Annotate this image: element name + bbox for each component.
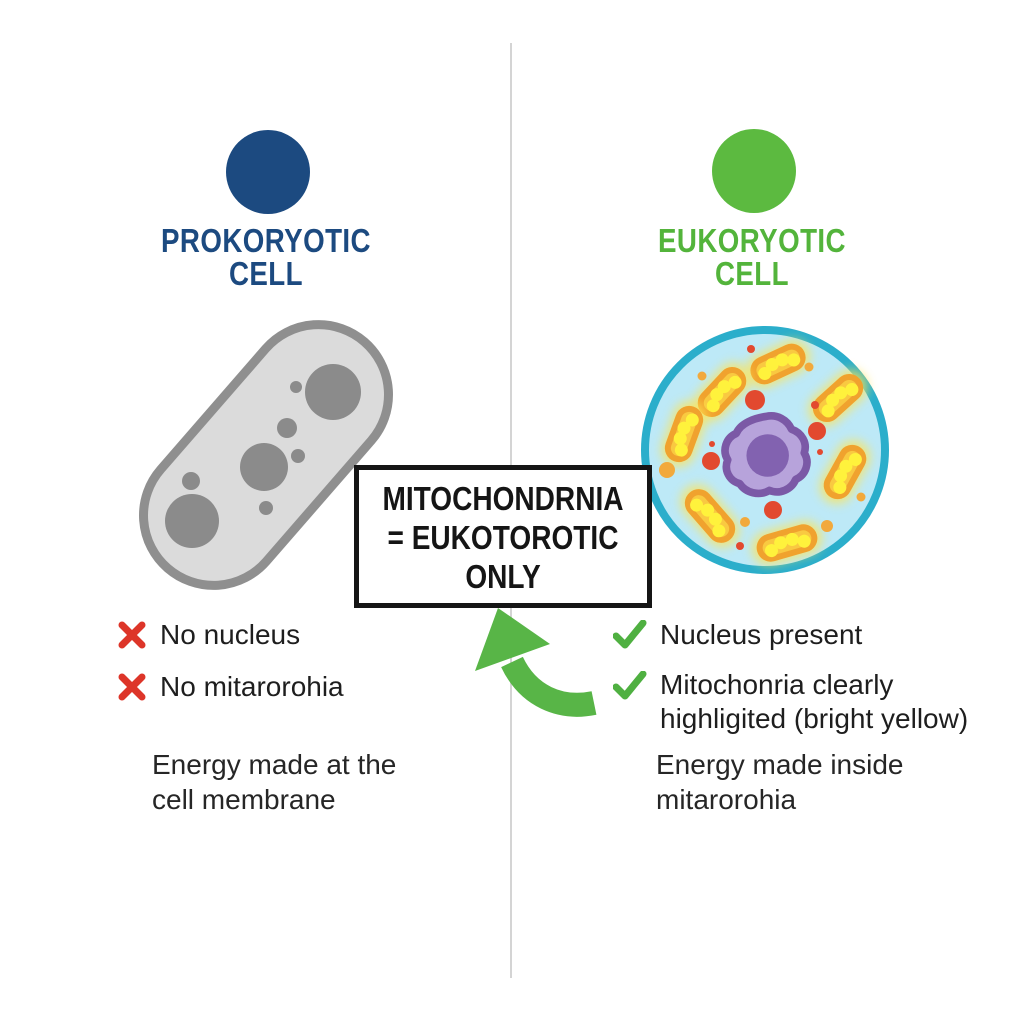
- list-item-label: Mitochonria clearly highligited (bright …: [660, 668, 968, 736]
- mitochondrion: [751, 520, 823, 566]
- energy-note: Energy made inside mitarorohia: [656, 747, 903, 817]
- list-item: Nucleus present: [613, 618, 862, 652]
- mitochondrion: [693, 362, 751, 422]
- energy-note: Energy made at the cell membrane: [152, 747, 396, 817]
- energy-note-line1: Energy made at the: [152, 749, 397, 780]
- x-icon: [118, 621, 146, 649]
- red-organelle-dots: [702, 345, 826, 550]
- mitochondrion: [745, 339, 811, 389]
- list-item-label: Nucleus present: [660, 619, 863, 650]
- callout-line3: ONLY: [465, 558, 541, 595]
- orange-organelle-dots: [659, 362, 866, 532]
- list-item-label-line1: Mitochonria clearly: [660, 669, 894, 700]
- prokaryotic-title-line2: CELL: [228, 255, 304, 292]
- mitochondrion: [819, 440, 871, 504]
- list-item-label: No nucleus: [160, 619, 301, 650]
- prokaryotic-title-line1: PROKORYOTIC: [161, 222, 371, 259]
- prokaryotic-cell-illustration: [139, 320, 393, 590]
- mitochondrion: [808, 369, 868, 427]
- nucleolus: [746, 434, 789, 477]
- nucleus: [721, 412, 811, 498]
- prokaryote-marker-dot: [226, 130, 310, 214]
- callout-line1: MITOCHONDRNIA: [382, 480, 624, 517]
- energy-note-line2: mitarorohia: [656, 784, 797, 815]
- eukaryotic-title-line2: CELL: [714, 255, 790, 292]
- list-item-label-line2: highligited (bright yellow): [660, 703, 969, 734]
- list-item: Mitochonria clearly highligited (bright …: [613, 668, 968, 736]
- energy-note-line1: Energy made inside: [656, 749, 904, 780]
- eukaryotic-cell-illustration: [641, 326, 889, 574]
- nucleoid-circles: [165, 364, 361, 548]
- mitochondrion: [661, 401, 707, 467]
- check-icon: [613, 671, 647, 700]
- check-icon: [613, 620, 647, 649]
- comparison-callout-box: MITOCHONDRNIA = EUKOTOROTIC ONLY: [354, 465, 652, 608]
- x-icon: [118, 673, 146, 701]
- energy-note-line2: cell membrane: [152, 784, 336, 815]
- mitochondria-group: [661, 339, 871, 566]
- prokaryotic-title: PROKORYOTIC CELL: [123, 224, 409, 290]
- mitochondrion: [680, 484, 740, 548]
- eukaryotic-title-line1: EUKORYOTIC: [657, 222, 846, 259]
- eukaryotic-title: EUKORYOTIC CELL: [609, 224, 895, 290]
- callout-line2: = EUKOTOROTIC: [387, 519, 619, 556]
- eukaryote-marker-dot: [712, 129, 796, 213]
- list-item: No nucleus: [117, 618, 300, 652]
- list-item-label: No mitarorohia: [160, 671, 344, 702]
- list-item: No mitarorohia: [117, 670, 344, 704]
- curved-arrow-icon: [475, 608, 597, 717]
